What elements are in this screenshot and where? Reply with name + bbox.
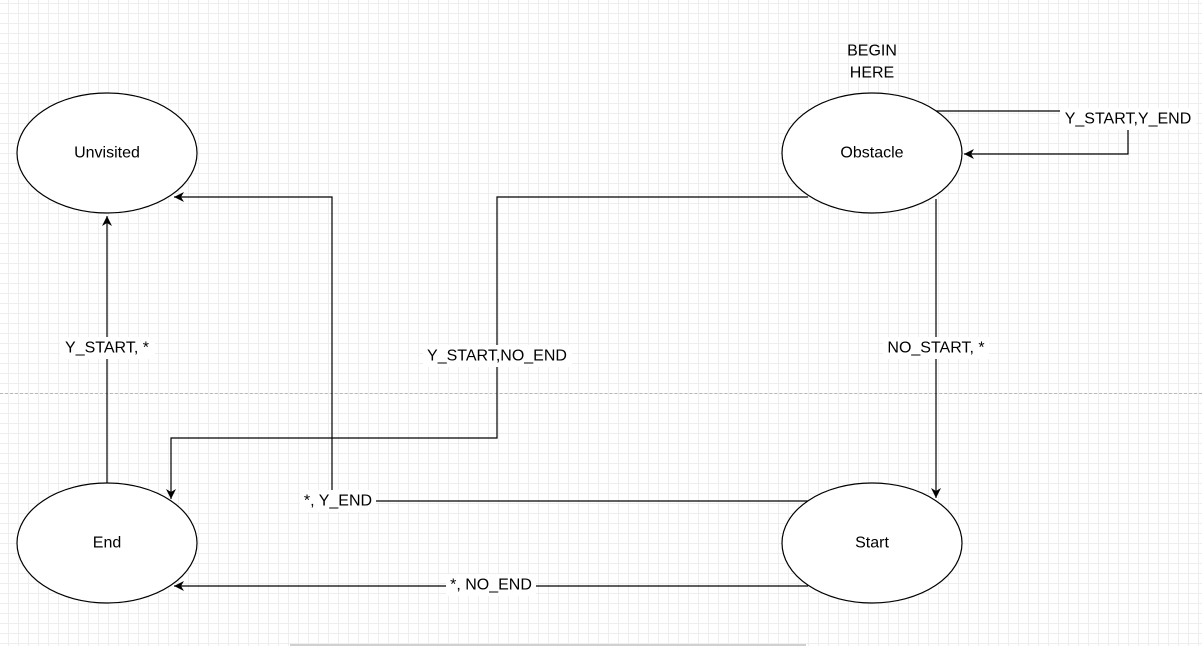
state-label-end: End — [93, 535, 121, 552]
state-node-unvisited[interactable]: Unvisited — [16, 92, 198, 214]
state-node-obstacle[interactable]: Obstacle — [781, 92, 963, 214]
page-break-line — [0, 393, 1202, 394]
edge-label-obstacle-to-start: NO_START, * — [887, 340, 984, 357]
state-node-start[interactable]: Start — [781, 482, 963, 604]
edge-obstacle-to-end[interactable] — [166, 196, 808, 499]
edge-label-start-to-end: *, NO_END — [450, 577, 532, 594]
state-node-end[interactable]: End — [16, 482, 198, 604]
edge-label-end-to-unvisited: Y_START, * — [65, 340, 149, 357]
state-label-obstacle: Obstacle — [840, 145, 903, 162]
state-label-start: Start — [855, 535, 889, 552]
begin-here-note-line1: BEGIN — [847, 43, 897, 60]
edge-label-obstacle-to-end: Y_START,NO_END — [427, 348, 567, 365]
begin-here-note-line2: HERE — [850, 65, 894, 82]
horizontal-scrollbar[interactable] — [290, 644, 806, 646]
state-label-unvisited: Unvisited — [74, 145, 140, 162]
edge-label-start-to-unvisited: *, Y_END — [304, 493, 372, 510]
edge-obstacle-self-loop[interactable] — [936, 110, 1129, 159]
edge-label-obstacle-self: Y_START,Y_END — [1065, 111, 1192, 128]
edge-start-to-unvisited[interactable] — [174, 192, 808, 502]
